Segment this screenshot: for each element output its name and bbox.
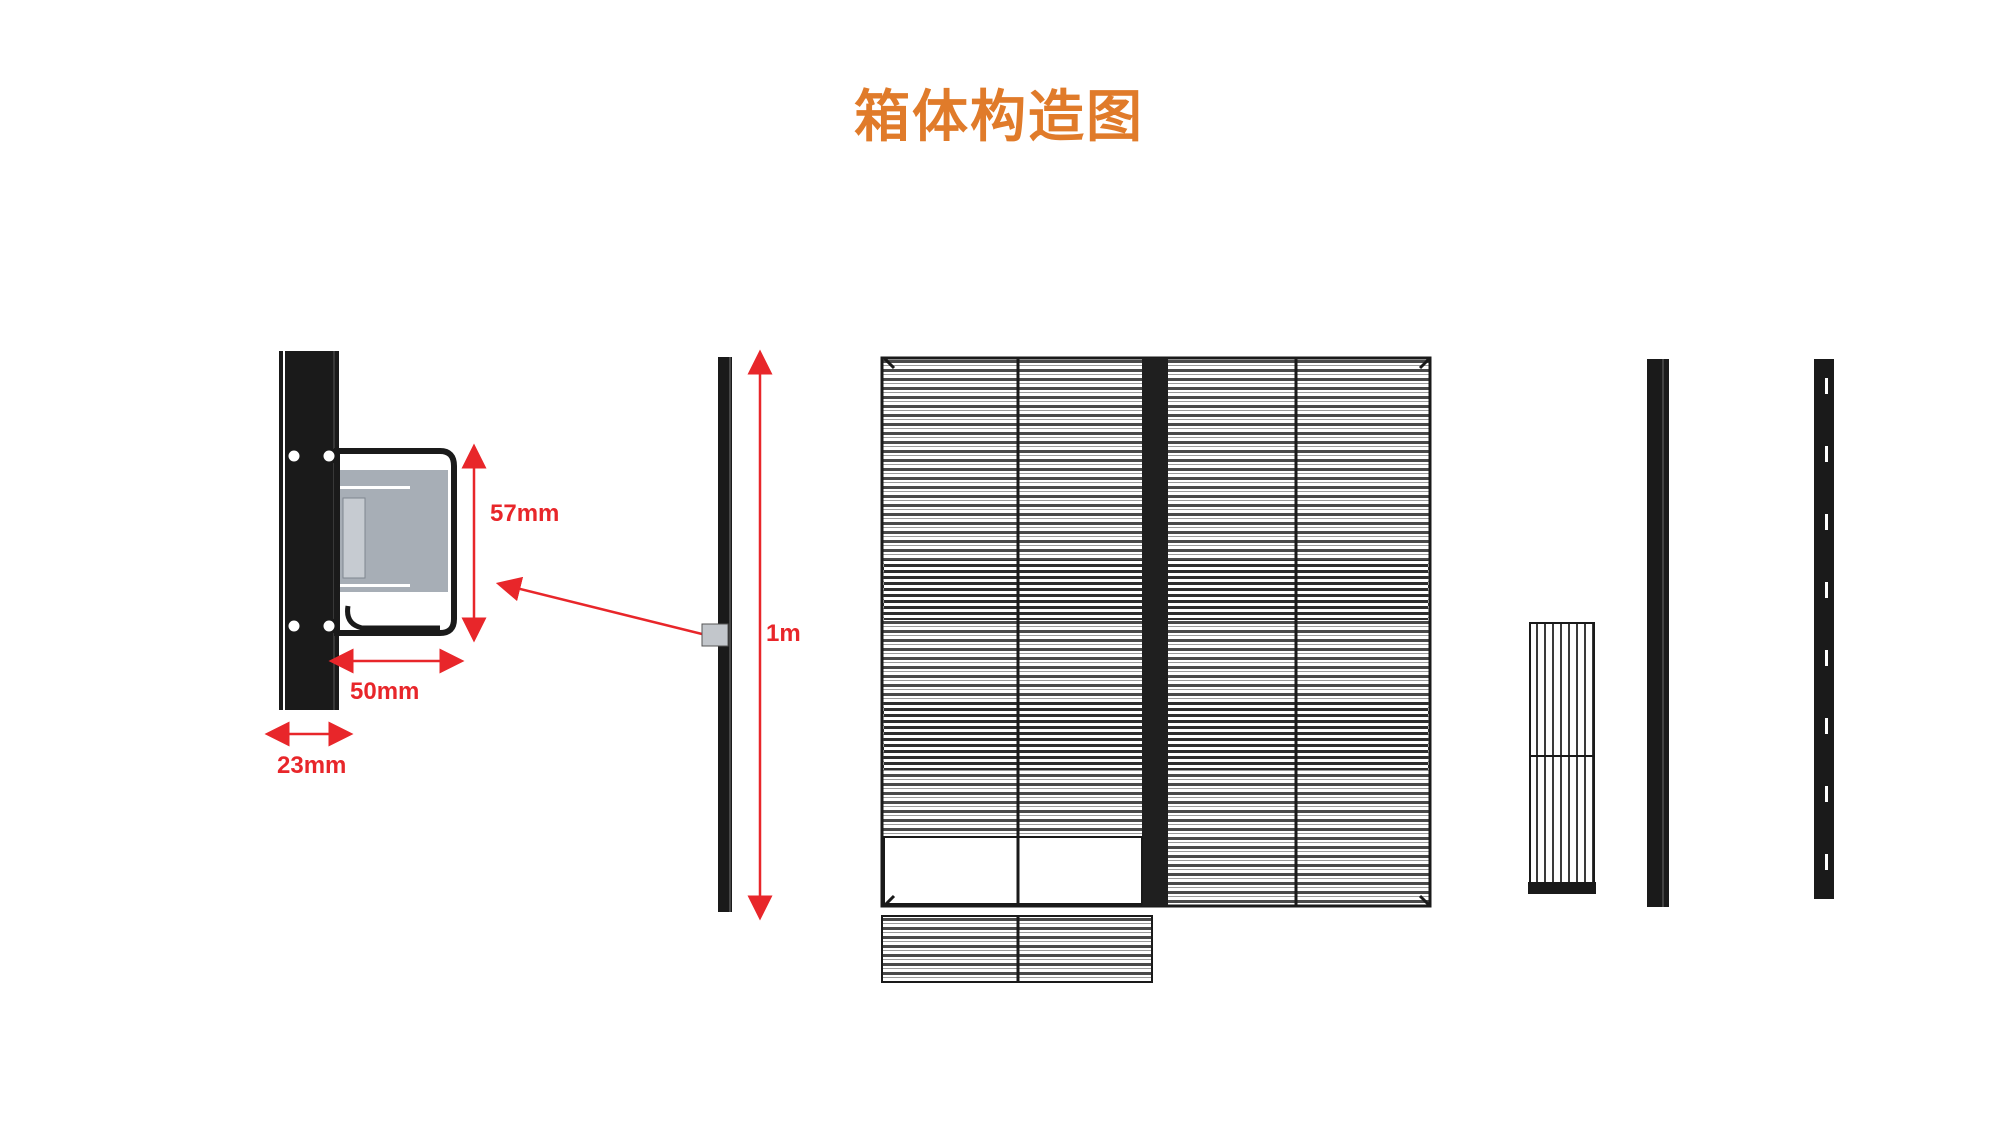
screw-icon xyxy=(320,617,338,635)
empty-module-slot xyxy=(883,836,1143,905)
vertical-bar xyxy=(279,351,339,710)
screw-icon xyxy=(320,447,338,465)
dimension-width-50: 50mm xyxy=(328,648,465,705)
vertical-frame-bar xyxy=(1647,359,1669,907)
side-profile-1m xyxy=(701,357,732,912)
dimension-length-1m: 1m xyxy=(747,349,801,921)
cabinet-front-view xyxy=(880,356,1432,908)
dimension-label-1m: 1m xyxy=(766,620,801,647)
profile-cross-section xyxy=(279,351,457,710)
detail-leader-arrow xyxy=(495,576,711,638)
mounting-rail-bar xyxy=(1814,359,1834,899)
screw-icon xyxy=(285,617,303,635)
screw-icon xyxy=(285,447,303,465)
center-spine xyxy=(1142,358,1168,906)
dimension-height-57: 57mm xyxy=(461,443,559,643)
dimension-width-23: 23mm xyxy=(264,721,354,779)
dimension-label-50mm: 50mm xyxy=(350,678,419,705)
page-title: 箱体构造图 xyxy=(854,84,1144,150)
profile-clip xyxy=(701,623,729,647)
dimension-label-57mm: 57mm xyxy=(490,500,559,527)
vertical-module-part xyxy=(1528,622,1596,894)
dimension-label-23mm: 23mm xyxy=(277,752,346,779)
removed-module xyxy=(881,915,1153,983)
